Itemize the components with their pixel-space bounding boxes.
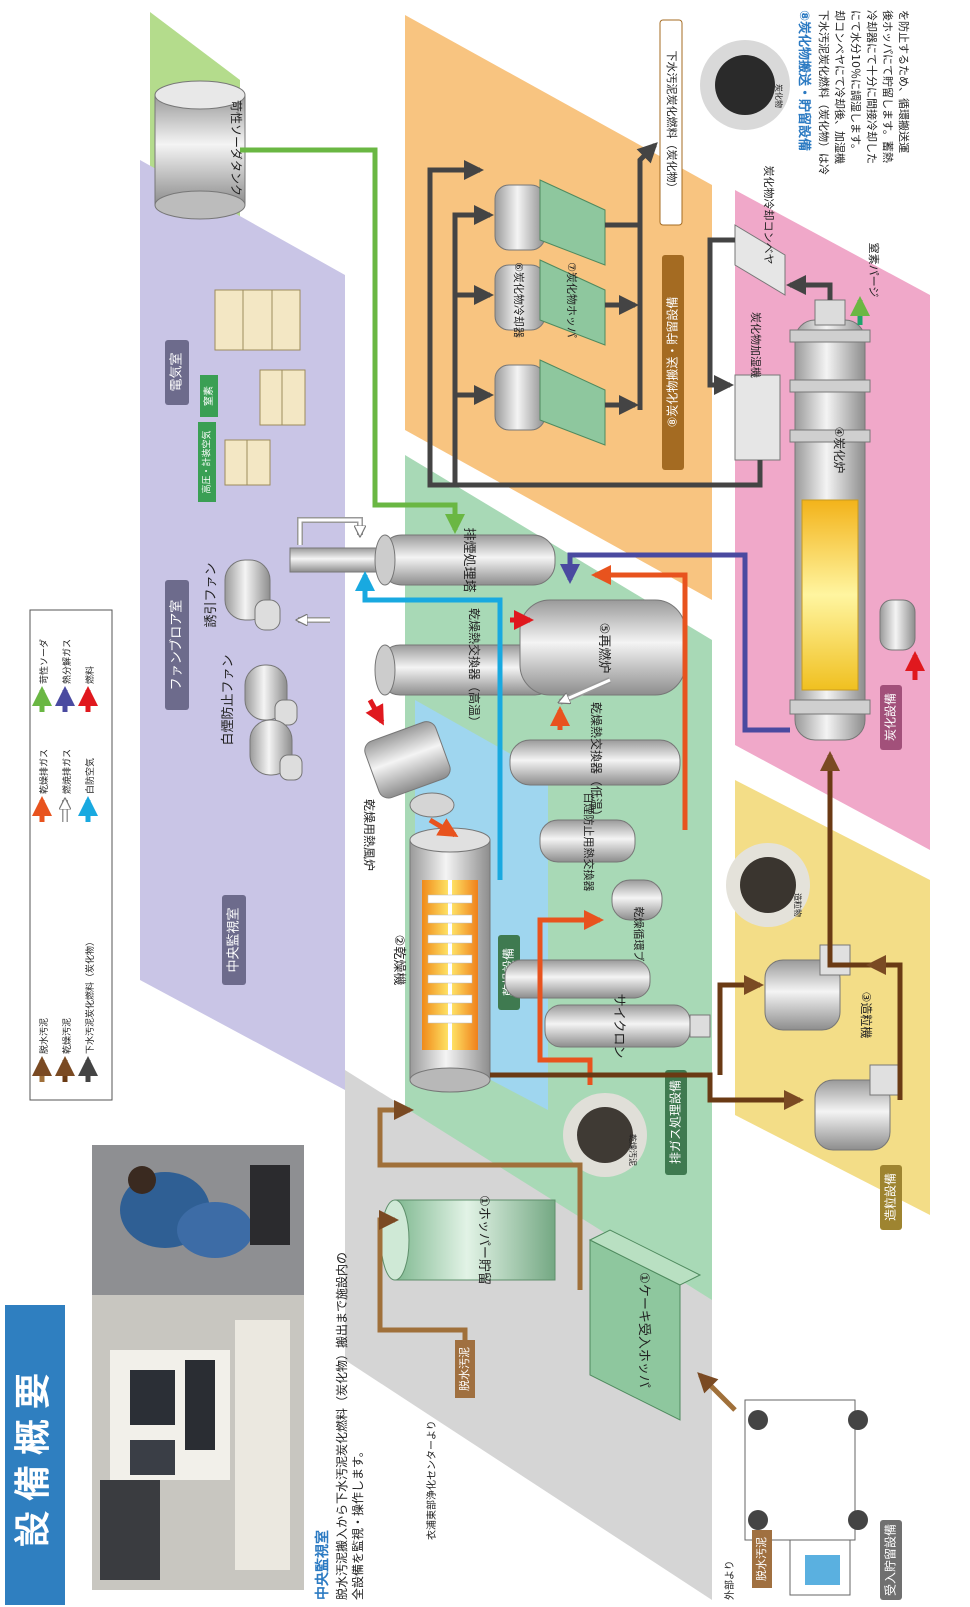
white-smoke-exchanger-label: 白煙防止用熱交換器: [582, 793, 596, 892]
nitrogen-purge-label: 窒素パージ: [867, 243, 881, 298]
granulator-label: ③造粒機: [859, 992, 874, 1039]
section8-line-5: 後ホッパにて貯留します。蓄熱: [881, 10, 895, 163]
section8-line-3: にて水分10％に調湿します。: [849, 10, 863, 155]
carb-coolers: [495, 180, 605, 445]
from-center-label: 衣浦東部浄化センターより: [425, 1420, 438, 1540]
section8-line-4: 冷却器にて十分に間接冷却した: [865, 10, 879, 164]
control-room-photo: [92, 1145, 304, 1590]
hot-air-furnace-label: 乾燥用熱風炉: [362, 799, 376, 871]
heat-exchanger-high-label: 乾燥熱交換器（高温）: [467, 608, 482, 728]
section8-line-1: 下水汚泥炭化燃料（炭化物）は冷: [817, 10, 831, 175]
flow-carbonized-2: [710, 240, 735, 385]
flow-fuel-hotair: [370, 700, 382, 722]
sludge-pipe-label: 脱水汚泥: [457, 1347, 471, 1391]
humidifier-label: 炭化物加湿機: [749, 312, 763, 378]
zone-label-exhaust: 排ガス処理設備: [668, 1080, 683, 1164]
zone-label-transport: ⑧炭化物搬送・貯留設備: [665, 297, 680, 428]
humidifier: [735, 375, 780, 460]
control-room-heading: 中央監視室: [314, 1530, 331, 1600]
zone-label-central-room: 中央監視室: [226, 907, 242, 972]
cake-hopper-label: ①ケーキ受入ホッパ: [636, 1272, 651, 1388]
dryer: [410, 828, 490, 1092]
legend-dewatered-sludge: 脱水汚泥: [38, 1018, 50, 1054]
zone-label-electrical-room: 電気室: [169, 352, 185, 391]
page-title: 設備概要: [13, 1363, 54, 1547]
carbonizer-label: ④炭化炉: [832, 427, 846, 474]
legend-dry-exhaust: 乾燥排ガス: [38, 749, 50, 794]
scrubber-label: 排煙処理塔: [461, 527, 476, 592]
white-smoke-fan-label: 白煙防止ファン: [220, 654, 236, 745]
control-room-desc-1: 脱水汚泥搬入から下水汚泥炭化燃料（炭化物）搬出まで施設内の: [334, 1252, 349, 1600]
fuel-out-label: 下水汚泥炭化燃料（炭化物）: [665, 51, 679, 194]
storage-hopper-label: ①ホッパー貯留: [476, 1195, 491, 1285]
dryer-label: ②乾燥機: [391, 935, 406, 986]
zone-label-fan-room: ファンブロア室: [169, 600, 185, 691]
cyclone-label: サイクロン: [611, 994, 626, 1059]
granulated-photo-label: 造粒物: [793, 893, 803, 917]
legend-pyrolysis-gas: 熱分解ガス: [61, 639, 73, 684]
section8-line-6: を防止するため、循環搬送運: [897, 10, 911, 153]
carb-hopper-label: ⑦炭化物ホッパ: [565, 262, 579, 338]
reburner-label: ⑤再燃炉: [596, 623, 612, 674]
storage-hopper: [381, 1200, 555, 1280]
cooling-conveyor-label: 炭化物冷却コンベヤ: [762, 166, 776, 265]
legend-box: 脱水汚泥 乾燥汚泥 下水汚泥炭化燃料（炭化物） 乾燥排ガス 燃焼排ガス 白防空気…: [30, 610, 112, 1100]
legend-caustic-soda: 苛性ソーダ: [38, 639, 50, 684]
nitrogen-box-label: 窒素: [202, 386, 215, 406]
control-room-desc-2: 全設備を監視・操作します。: [350, 1445, 365, 1600]
from-outside-label: 外部より: [723, 1560, 736, 1600]
carbonized-photo-label: 炭化物: [774, 84, 784, 108]
zone-label-granulation: 造粒設備: [883, 1173, 898, 1221]
section8-heading: ⑧炭化物搬送・貯留設備: [796, 10, 812, 151]
section8-line-2: 却コンベヤにて冷却後、加湿機: [833, 10, 847, 164]
dried-sludge-photo-label: 乾燥汚泥: [628, 1134, 638, 1166]
induced-fan-label: 誘引ファン: [204, 562, 219, 627]
zone-label-receiving: 受入貯留設備: [883, 1524, 898, 1596]
legend-dried-sludge: 乾燥汚泥: [61, 1018, 73, 1054]
legend-fuel: 燃料: [84, 666, 96, 684]
sludge-in-label: 脱水汚泥: [754, 1537, 768, 1581]
legend-white-smoke-air: 白防空気: [84, 758, 96, 794]
zone-label-carbonization: 炭化設備: [883, 693, 898, 741]
cooler-label: ⑥炭化物冷却器: [512, 262, 526, 338]
legend-combustion-exhaust: 燃焼排ガス: [61, 749, 73, 794]
legend-carbonized-fuel: 下水汚泥炭化燃料（炭化物）: [84, 937, 96, 1054]
hv-panel-label: 高圧・計装空気: [201, 430, 213, 493]
